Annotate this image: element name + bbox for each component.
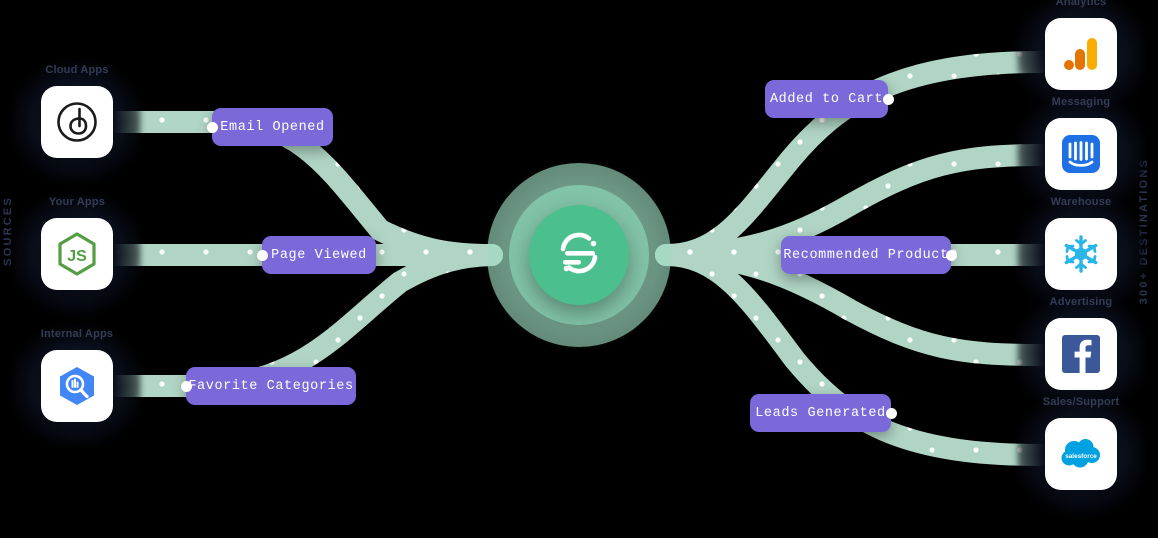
destination-tile-sales-support[interactable]: salesforce (1045, 418, 1117, 490)
nodejs-icon: JS (54, 231, 100, 277)
event-chip-page-viewed[interactable]: Page Viewed (256, 236, 376, 274)
destination-tile-warehouse[interactable] (1045, 218, 1117, 290)
destination-node-warehouse[interactable]: Warehouse (1017, 194, 1145, 314)
connector-dot (206, 121, 218, 133)
hub-core[interactable] (529, 205, 629, 305)
svg-text:salesforce: salesforce (1065, 453, 1097, 460)
destination-label-messaging: Messaging (1051, 96, 1111, 108)
source-label-cloud-apps: Cloud Apps (45, 64, 109, 76)
event-chip-label: Email Opened (220, 119, 325, 135)
event-chip-label: Leads Generated (755, 405, 886, 421)
event-chip-favorite-categories[interactable]: Favorite Categories (180, 367, 356, 405)
source-node-internal-apps[interactable]: Internal Apps (13, 326, 141, 446)
segment-hub[interactable] (487, 163, 671, 347)
destination-tile-messaging[interactable] (1045, 118, 1117, 190)
destination-node-messaging[interactable]: Messaging (1017, 94, 1145, 214)
svg-text:JS: JS (67, 248, 87, 265)
connector-dot (256, 249, 268, 261)
destination-tile-advertising[interactable] (1045, 318, 1117, 390)
event-chip-label: Added to Cart (769, 91, 884, 107)
destination-label-analytics: Analytics (1055, 0, 1107, 8)
destination-node-analytics[interactable]: Analytics (1017, 0, 1145, 114)
event-chip-email-opened[interactable]: Email Opened (206, 108, 333, 146)
source-label-internal-apps: Internal Apps (40, 328, 114, 340)
source-tile-internal-apps[interactable] (41, 350, 113, 422)
salesforce-icon: salesforce (1058, 436, 1104, 472)
event-chip-added-to-cart[interactable]: Added to Cart (765, 80, 894, 118)
braze-icon (55, 100, 99, 144)
google-analytics-icon (1060, 33, 1102, 75)
source-node-cloud-apps[interactable]: Cloud Apps (13, 62, 141, 182)
connector-dot (945, 249, 957, 261)
source-tile-your-apps[interactable]: JS (41, 218, 113, 290)
destination-node-sales-support[interactable]: Sales/Support salesforce (1017, 394, 1145, 514)
source-node-your-apps[interactable]: Your Apps JS (13, 194, 141, 314)
source-label-your-apps: Your Apps (48, 196, 106, 208)
connector-dot (885, 407, 897, 419)
source-tile-cloud-apps[interactable] (41, 86, 113, 158)
destination-tile-analytics[interactable] (1045, 18, 1117, 90)
event-chip-recommended-product[interactable]: Recommended Product (781, 236, 957, 274)
snowflake-icon (1059, 232, 1103, 276)
event-chip-label: Favorite Categories (188, 378, 354, 394)
bigquery-icon (54, 363, 100, 409)
facebook-icon (1059, 332, 1103, 376)
destination-label-advertising: Advertising (1049, 296, 1113, 308)
intercom-icon (1059, 132, 1103, 176)
event-chip-leads-generated[interactable]: Leads Generated (750, 394, 897, 432)
connector-dot (180, 380, 192, 392)
destination-label-warehouse: Warehouse (1050, 196, 1112, 208)
destination-label-sales-support: Sales/Support (1042, 396, 1120, 408)
event-chip-label: Recommended Product (783, 247, 949, 263)
connector-dot (882, 93, 894, 105)
segment-logo-icon (549, 223, 609, 288)
destination-node-advertising[interactable]: Advertising (1017, 294, 1145, 414)
event-chip-label: Page Viewed (271, 247, 367, 263)
